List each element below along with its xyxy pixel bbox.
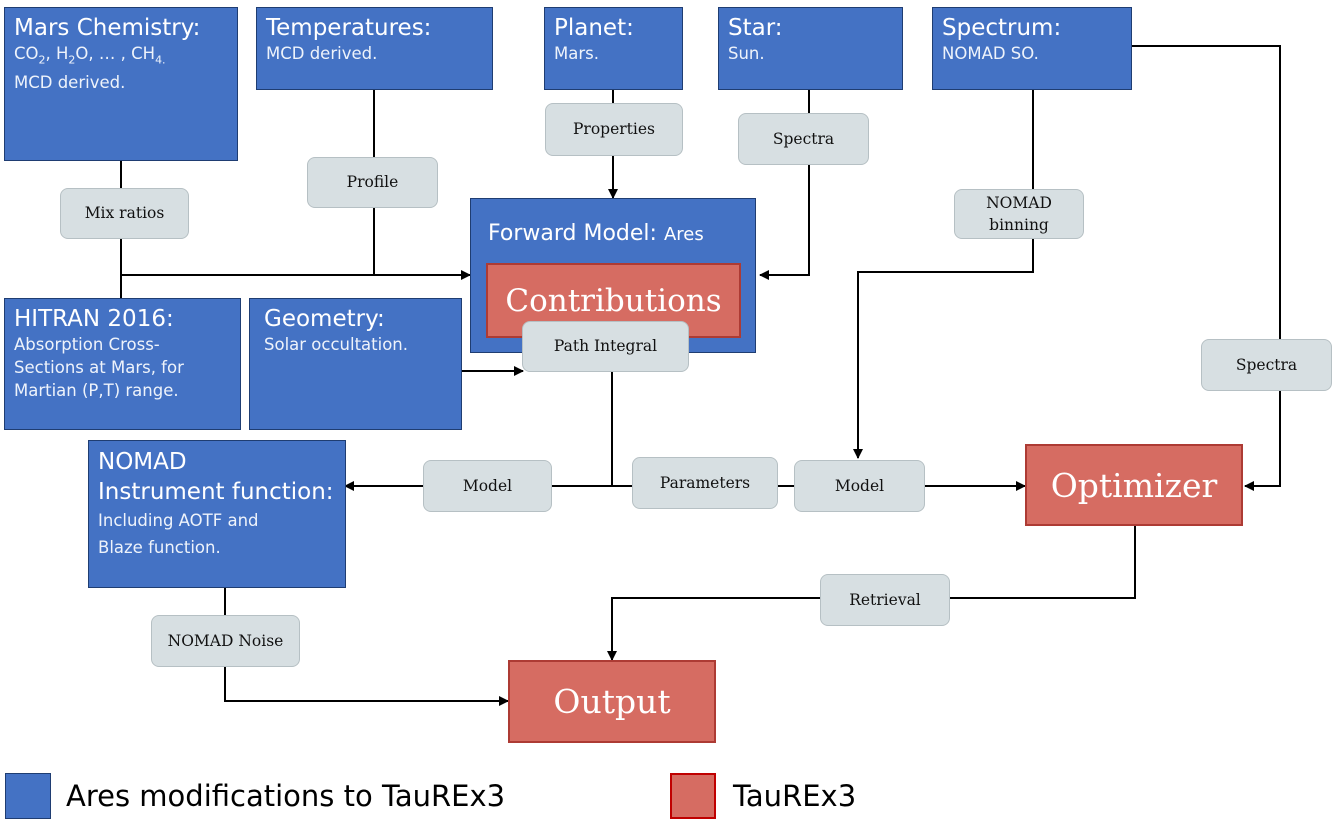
forward-model-suffix: Ares [663, 224, 704, 245]
hitran-box: HITRAN 2016: Absorption Cross- Sections … [4, 298, 241, 430]
temperatures-box: Temperatures: MCD derived. [256, 7, 493, 90]
legend-ares-label: Ares modifications to TauREx3 [66, 779, 506, 813]
planet-title: Planet: [554, 15, 634, 41]
hitran-description: Absorption Cross- Sections at Mars, for … [14, 335, 184, 400]
mix-ratios-label: Mix ratios [60, 188, 189, 239]
nomad-instrument-title: NOMAD Instrument function: [98, 449, 334, 505]
geometry-sub: Solar occultation. [264, 335, 409, 354]
parameters-label: Parameters [632, 457, 778, 509]
forward-model-title: Forward Model: Ares [488, 221, 704, 246]
mars-chemistry-title: Mars Chemistry: [14, 15, 201, 41]
nomad-instrument-description: Including AOTF and Blaze function. [98, 511, 259, 557]
retrieval-label: Retrieval [820, 574, 950, 626]
mars-chemistry-box: Mars Chemistry: CO2, H2O, … , CH4. MCD d… [4, 7, 238, 161]
output-box: Output [508, 660, 716, 743]
star-box: Star: Sun. [718, 7, 903, 90]
planet-box: Planet: Mars. [544, 7, 683, 90]
spectrum-to-optimizer-connector [1132, 45, 1281, 491]
legend-taurex-label: TauREx3 [733, 779, 857, 813]
planet-sub: Mars. [554, 44, 599, 63]
geometry-title: Geometry: [264, 306, 385, 332]
spectrum-title: Spectrum: [942, 15, 1062, 41]
nomad-binning-connector [853, 90, 1034, 459]
temperatures-sub: MCD derived. [266, 44, 378, 63]
nomad-noise-label: NOMAD Noise [151, 615, 300, 667]
path-integral-label: Path Integral [522, 321, 689, 372]
model-left-label: Model [423, 460, 552, 512]
mars-chemistry-species: CO2, H2O, … , CH4. MCD derived. [14, 42, 229, 94]
geometry-box: Geometry: Solar occultation. [249, 298, 462, 430]
model-right-label: Model [794, 460, 925, 512]
properties-label: Properties [545, 103, 683, 156]
legend-taurex-swatch [670, 773, 716, 819]
hitran-title: HITRAN 2016: [14, 306, 174, 332]
profile-label: Profile [307, 157, 438, 208]
spectrum-sub: NOMAD SO. [942, 44, 1039, 63]
optimizer-box: Optimizer [1025, 444, 1243, 526]
mars-chemistry-source: MCD derived. [14, 73, 126, 93]
spectrum-spectra-label: Spectra [1201, 339, 1332, 391]
star-title: Star: [728, 15, 783, 41]
temperatures-title: Temperatures: [266, 15, 432, 41]
spectrum-box: Spectrum: NOMAD SO. [932, 7, 1132, 90]
star-sub: Sun. [728, 44, 765, 63]
nomad-instrument-box: NOMAD Instrument function: Including AOT… [88, 440, 346, 588]
star-spectra-label: Spectra [738, 113, 869, 165]
legend-ares-swatch [5, 773, 51, 819]
nomad-binning-label: NOMAD binning [954, 189, 1084, 239]
